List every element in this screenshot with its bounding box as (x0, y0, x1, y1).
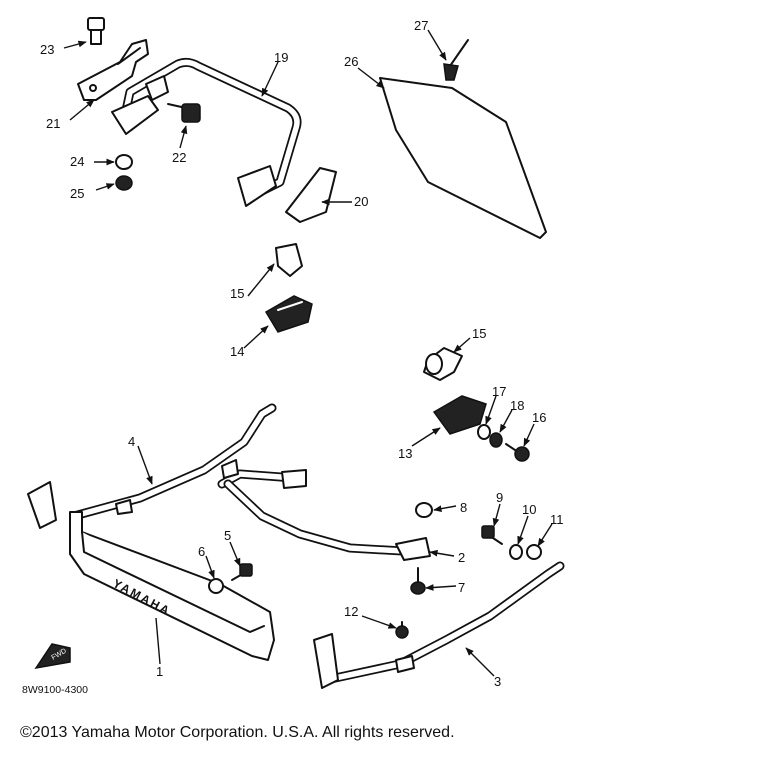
callout-1: 1 (156, 664, 163, 679)
callout-18: 18 (510, 398, 524, 413)
bracket-20 (285, 167, 337, 223)
fwd-arrow-icon: FWD (34, 643, 71, 670)
callout-16: 16 (532, 410, 546, 425)
bolt-7 (410, 567, 426, 595)
callout-12: 12 (344, 604, 358, 619)
callout-3: 3 (494, 674, 501, 689)
callout-17: 17 (492, 384, 506, 399)
frame-4 (27, 403, 277, 529)
guard-1: YAMAHA (69, 511, 275, 661)
callout-22: 22 (172, 150, 186, 165)
callout-2: 2 (458, 550, 465, 565)
nut-11 (526, 544, 542, 560)
washer-17 (477, 424, 491, 440)
damper-15-upper (275, 243, 303, 277)
callout-5: 5 (224, 528, 231, 543)
diagram-code: 8W9100-4300 (22, 684, 88, 696)
callout-27: 27 (414, 18, 428, 33)
bolt-23 (87, 17, 105, 45)
bolt-5 (231, 563, 253, 581)
nut-6 (208, 578, 224, 594)
frame-3 (313, 561, 565, 689)
callout-13: 13 (398, 446, 412, 461)
frame-2 (217, 459, 431, 561)
callout-20: 20 (354, 194, 368, 209)
copyright-notice: ©2013 Yamaha Motor Corporation. U.S.A. A… (20, 724, 455, 741)
bolt-16 (505, 443, 530, 462)
callout-23: 23 (40, 42, 54, 57)
frame-19 (111, 57, 302, 207)
callout-25: 25 (70, 186, 84, 201)
callout-4: 4 (128, 434, 135, 449)
bolt-12 (395, 621, 409, 639)
callout-numbers: 1 2 3 4 5 6 7 8 9 10 11 12 13 14 15 15 1… (40, 18, 564, 689)
washer-18 (489, 432, 503, 448)
bolt-9 (481, 525, 503, 545)
bracket-13 (432, 395, 487, 435)
callout-7: 7 (458, 580, 465, 595)
callout-21: 21 (46, 116, 60, 131)
callout-6: 6 (198, 544, 205, 559)
nut-25 (115, 175, 133, 191)
bracket-14 (264, 295, 313, 333)
plate-26 (379, 77, 547, 239)
damper-15-right (423, 347, 463, 381)
callout-15-left: 15 (230, 286, 244, 301)
callout-9: 9 (496, 490, 503, 505)
callout-14: 14 (230, 344, 244, 359)
bolt-22 (167, 103, 201, 123)
callout-8: 8 (460, 500, 467, 515)
callout-10: 10 (522, 502, 536, 517)
leader-lines (63, 29, 553, 677)
callout-11: 11 (550, 512, 564, 527)
nut-8 (415, 502, 433, 518)
callout-19: 19 (274, 50, 288, 65)
collar-24 (115, 154, 133, 170)
bolt-27 (443, 39, 469, 81)
callout-15-right: 15 (472, 326, 486, 341)
callout-24: 24 (70, 154, 84, 169)
washer-10 (509, 544, 523, 560)
callout-26: 26 (344, 54, 358, 69)
